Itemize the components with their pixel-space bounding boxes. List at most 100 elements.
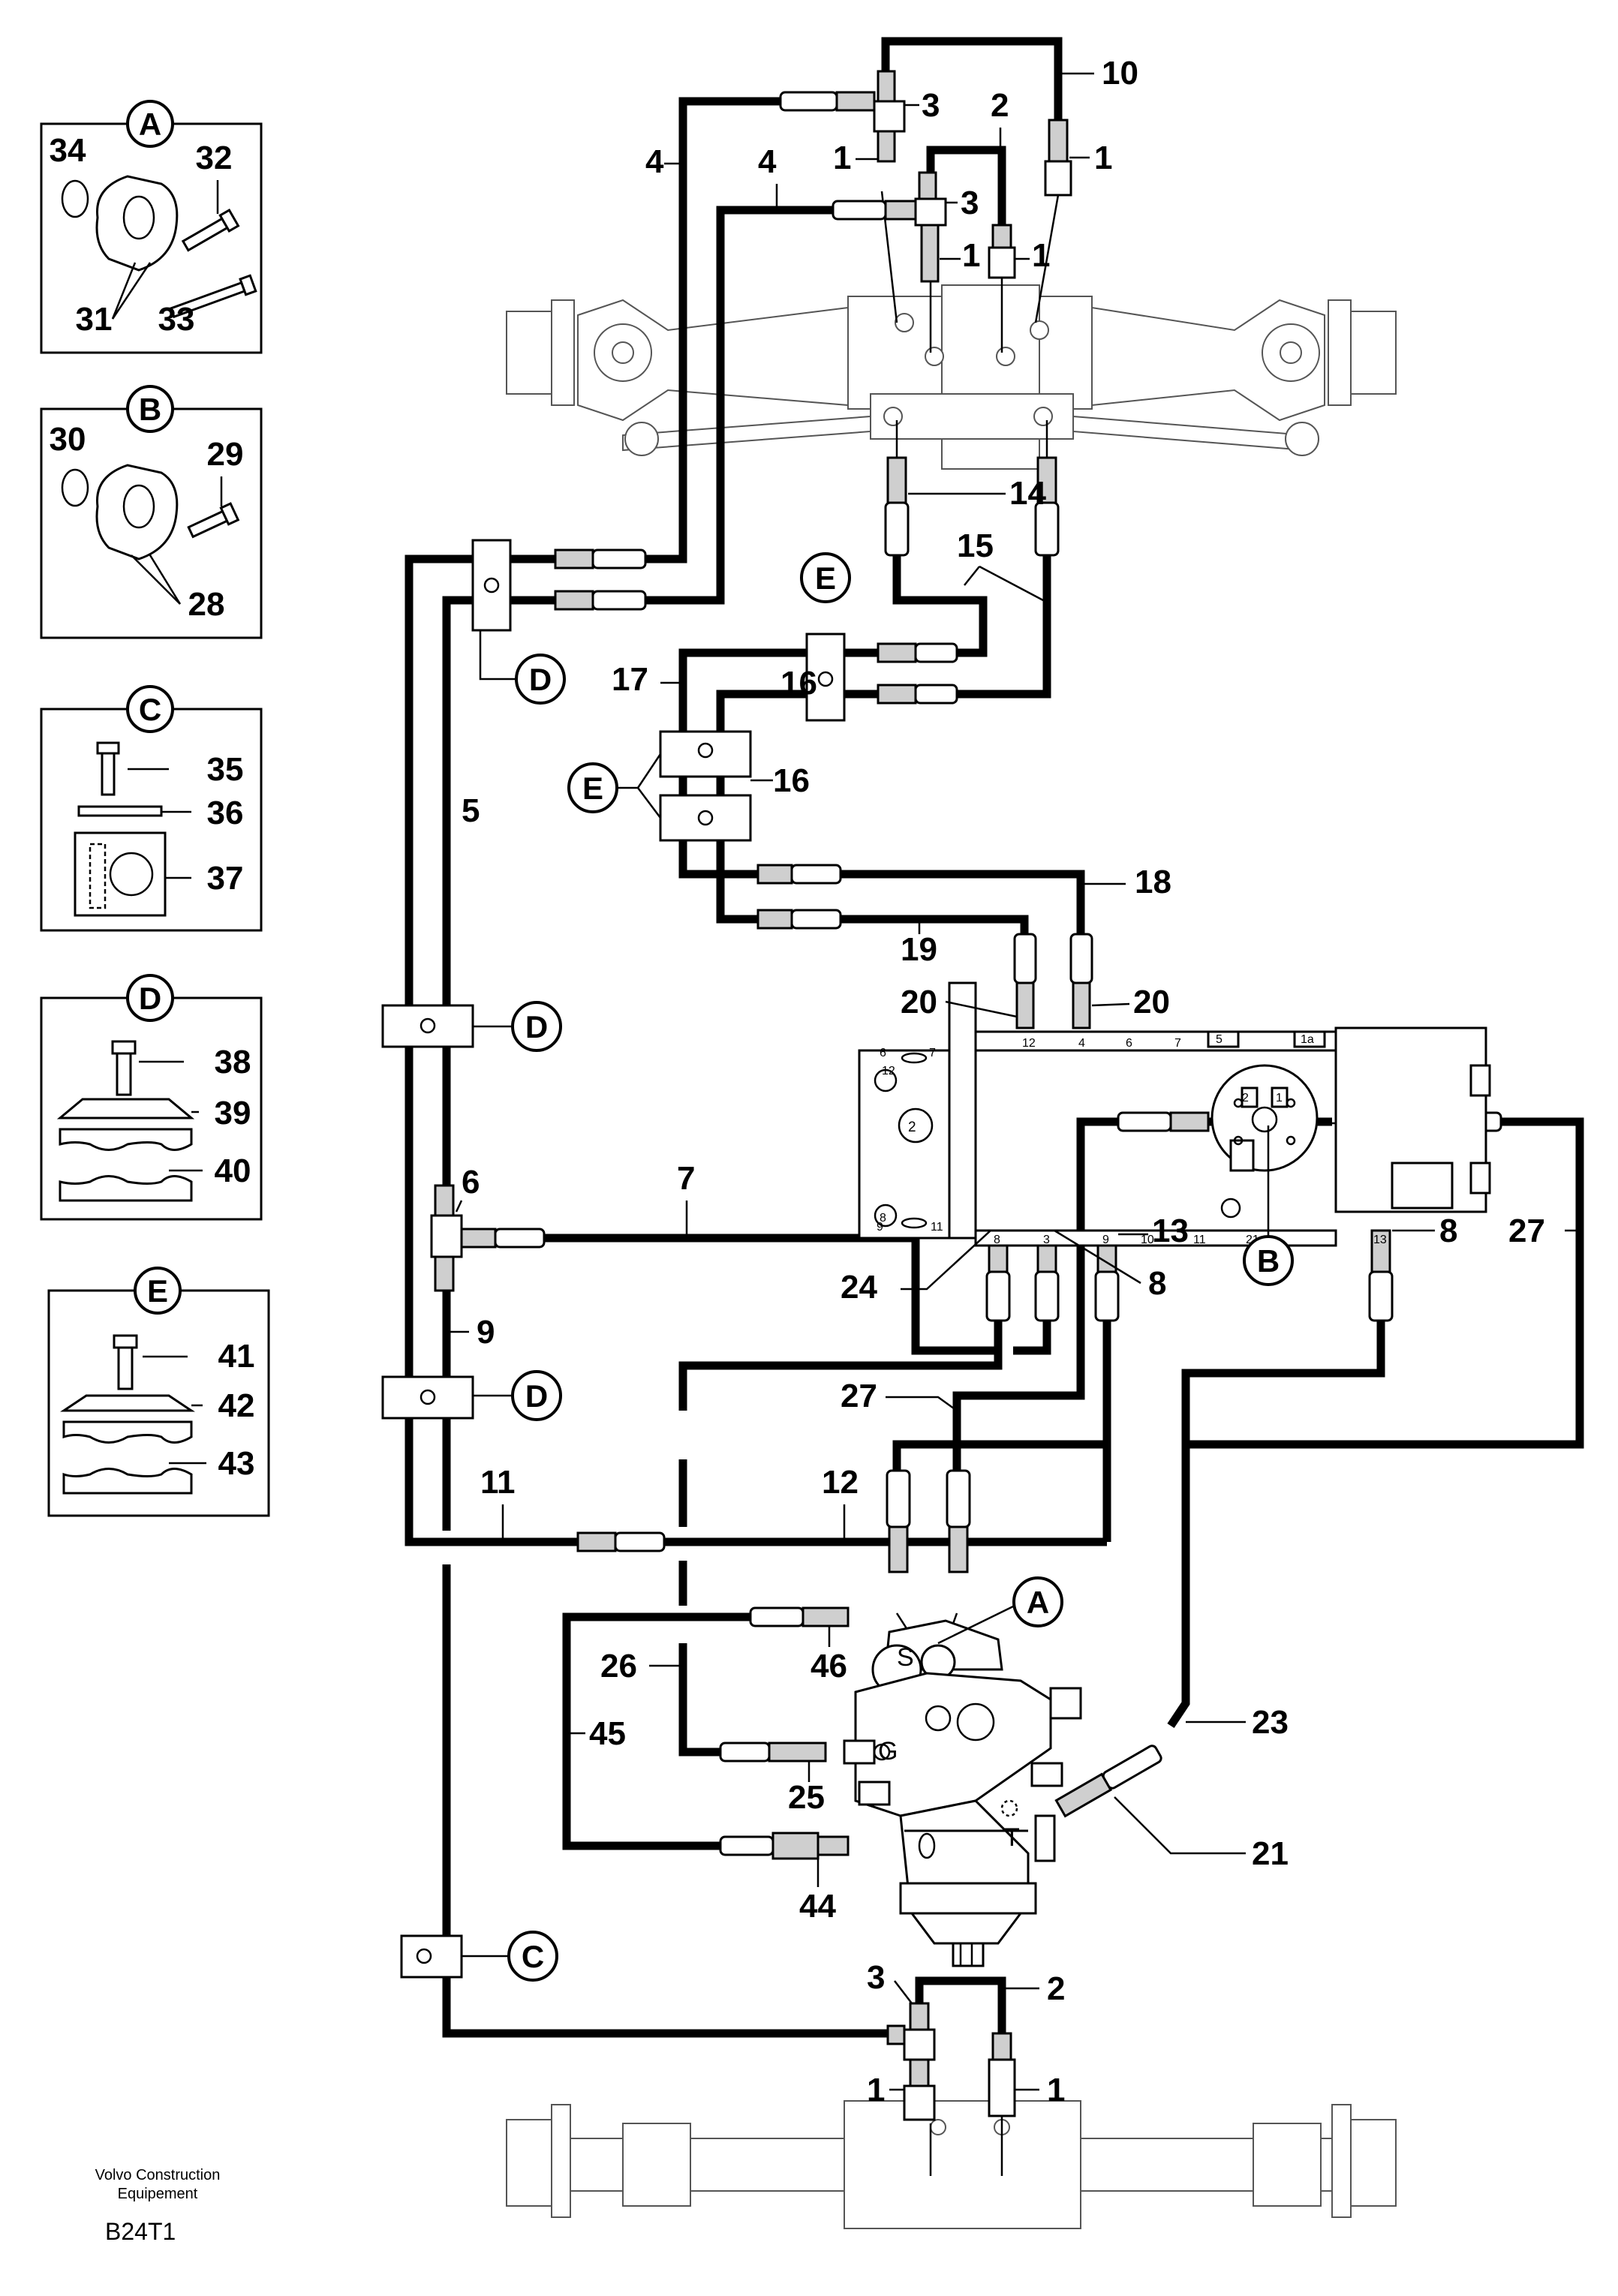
svg-text:24: 24: [841, 1269, 877, 1306]
svg-text:44: 44: [799, 1888, 836, 1925]
part-label: 42: [218, 1387, 255, 1424]
clamp-half-icon: [62, 1420, 193, 1444]
cover-plate-icon: [60, 1394, 195, 1412]
pump-port-labels: S G T: [878, 1643, 1020, 1852]
part-label: 30: [50, 421, 86, 458]
control-valve-block: [858, 981, 1491, 1247]
detail-box-b: B 30 29 28: [40, 385, 263, 639]
hydraulic-pump-icon: [843, 1619, 1082, 1967]
hose-network: [404, 37, 1584, 2038]
svg-text:8: 8: [1148, 1265, 1166, 1302]
rear-axle-icon: [506, 2100, 1397, 2229]
part-label: 29: [207, 436, 244, 473]
svg-text:3: 3: [961, 185, 979, 221]
detail-box-b-title: B: [139, 392, 161, 427]
svg-text:25: 25: [788, 1779, 825, 1816]
pump-port-t: T: [1004, 1823, 1020, 1852]
svg-text:D: D: [525, 1378, 548, 1414]
svg-text:8: 8: [880, 1212, 886, 1225]
svg-text:23: 23: [1252, 1704, 1289, 1741]
svg-text:13: 13: [1152, 1213, 1189, 1249]
detail-box-c-title: C: [139, 692, 161, 727]
clamp-half-icon: [59, 1175, 193, 1202]
svg-text:20: 20: [1133, 984, 1170, 1020]
svg-text:15: 15: [957, 527, 994, 564]
clamp-half-icon: [62, 1468, 193, 1495]
svg-text:12: 12: [822, 1464, 859, 1501]
svg-text:6: 6: [880, 1047, 886, 1059]
svg-text:27: 27: [841, 1378, 877, 1414]
bolt-icon: [187, 502, 240, 539]
svg-text:8: 8: [994, 1234, 1000, 1246]
part-label: 39: [215, 1095, 251, 1131]
svg-text:6: 6: [462, 1164, 480, 1201]
svg-text:1: 1: [833, 140, 851, 176]
footer: Volvo Construction Equipement B24T1: [95, 2167, 221, 2245]
part-label: 31: [76, 301, 113, 338]
detail-box-e-title: E: [147, 1273, 168, 1309]
callout-circles: E E D D D B A C: [462, 552, 1294, 1982]
svg-text:1: 1: [962, 237, 980, 274]
svg-text:B: B: [1257, 1243, 1280, 1279]
brand-line-1: Volvo Construction: [95, 2167, 221, 2183]
svg-text:20: 20: [901, 984, 937, 1020]
detail-box-c: C 35 36 37: [40, 685, 263, 932]
clamp-half-icon: [59, 1128, 193, 1151]
flange-half-icon: [95, 464, 179, 560]
svg-text:1a: 1a: [1301, 1033, 1314, 1046]
svg-text:7: 7: [677, 1160, 695, 1197]
svg-text:11: 11: [480, 1464, 516, 1501]
svg-text:1: 1: [867, 2072, 885, 2108]
svg-text:10: 10: [1102, 55, 1138, 92]
svg-text:11: 11: [1193, 1234, 1206, 1246]
svg-text:27: 27: [1508, 1213, 1545, 1249]
svg-text:5: 5: [1216, 1033, 1223, 1046]
svg-text:13: 13: [1373, 1234, 1387, 1246]
svg-text:4: 4: [645, 143, 664, 180]
svg-text:9: 9: [1102, 1234, 1109, 1246]
svg-text:1: 1: [1047, 2072, 1065, 2108]
screw-icon: [111, 1040, 137, 1055]
part-label: 37: [207, 860, 244, 897]
detail-box-a-title: A: [139, 107, 161, 142]
front-axle-icon: [506, 284, 1397, 470]
bolt-icon: [181, 209, 240, 252]
svg-text:14: 14: [1009, 475, 1046, 512]
svg-text:3: 3: [922, 87, 940, 124]
svg-text:4: 4: [1078, 1037, 1085, 1050]
svg-text:3: 3: [1043, 1234, 1050, 1246]
svg-text:10: 10: [1141, 1234, 1154, 1246]
svg-text:18: 18: [1135, 864, 1171, 900]
svg-text:A: A: [1027, 1585, 1049, 1620]
long-bolt-icon: [169, 274, 257, 319]
svg-text:16: 16: [773, 762, 810, 799]
part-label: 34: [50, 132, 86, 169]
screw-icon: [113, 1334, 138, 1349]
svg-text:D: D: [525, 1009, 548, 1044]
svg-text:D: D: [529, 662, 552, 697]
svg-text:4: 4: [758, 143, 777, 180]
svg-text:2: 2: [1242, 1092, 1249, 1104]
detail-box-a: A 34 32 31 33: [40, 100, 263, 354]
block-port-labels: 6 7 12 2 8 9 11 12 4 6 7 5 1a 8 3 9 10 1…: [877, 1033, 1387, 1246]
detail-box-e: E 41 42 43: [47, 1267, 270, 1517]
svg-text:3: 3: [867, 1959, 885, 1996]
svg-text:6: 6: [1126, 1037, 1132, 1050]
screw-icon: [96, 741, 120, 755]
pump-port-s: S: [897, 1643, 914, 1672]
svg-text:17: 17: [612, 661, 648, 698]
flange-half-icon: [95, 175, 179, 272]
svg-text:2: 2: [908, 1119, 916, 1135]
drawing-code: B24T1: [105, 2218, 176, 2245]
svg-text:21: 21: [1252, 1835, 1289, 1872]
svg-text:2: 2: [1047, 1970, 1065, 2007]
brand-line-2: Equipement: [118, 2186, 198, 2202]
svg-text:12: 12: [1022, 1037, 1036, 1050]
svg-text:26: 26: [600, 1648, 637, 1684]
o-ring-icon: [61, 179, 89, 218]
svg-text:8: 8: [1439, 1213, 1457, 1249]
cover-plate-icon: [56, 1098, 195, 1119]
svg-text:16: 16: [780, 665, 817, 702]
washer-icon: [77, 805, 163, 817]
